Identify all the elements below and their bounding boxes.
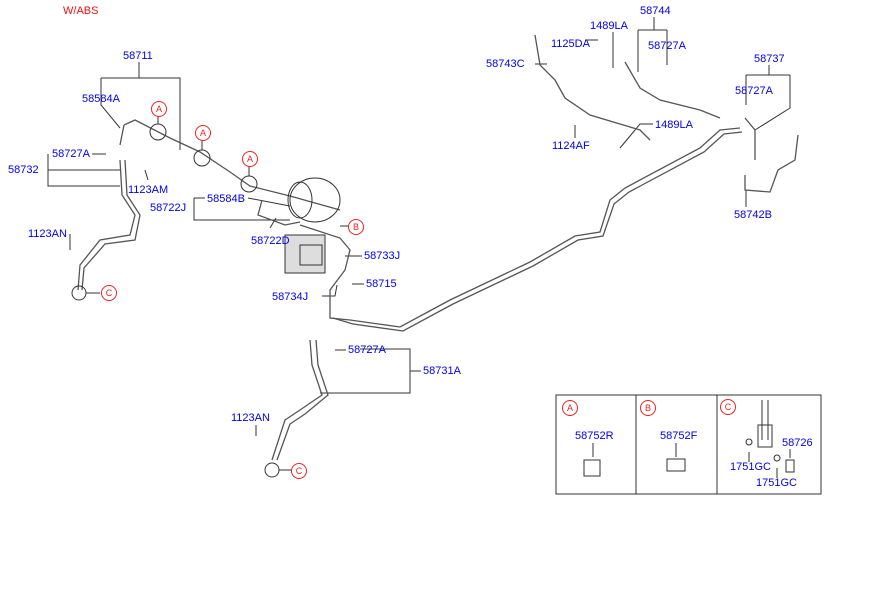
part-label[interactable]: 58715 [366,278,397,290]
part-label[interactable]: 58584A [82,93,120,105]
part-label[interactable]: 58737 [754,53,785,65]
part-label[interactable]: 58711 [123,50,153,62]
detail-box-frame [555,394,822,495]
part-label[interactable]: 58743C [486,58,525,70]
leader-lines [47,17,791,436]
marker-a: A [195,125,211,141]
part-label[interactable]: 1751GC [730,461,771,473]
part-label[interactable]: 58722J [150,202,187,214]
part-label[interactable]: 1489LA [655,119,693,131]
detail-marker-a: A [562,400,578,416]
part-label[interactable]: 58744 [640,5,671,17]
part-label[interactable]: 1123AN [231,412,270,424]
connector-circles [71,114,348,478]
marker-c: C [101,285,117,301]
part-label[interactable]: 1124AF [552,140,590,152]
part-label[interactable]: 1489LA [590,20,628,32]
part-label[interactable]: 58727A [648,40,686,52]
detail-parts [583,400,795,478]
detail-marker-b: B [640,400,656,416]
marker-b: B [348,219,364,235]
marker-c: C [291,463,307,479]
part-label[interactable]: 58727A [52,148,90,160]
part-label[interactable]: 58731A [423,365,461,377]
part-label[interactable]: 1123AN [28,228,67,240]
part-label[interactable]: 58726 [782,437,813,449]
detail-marker-c: C [720,399,736,415]
part-label[interactable]: 1123AM [128,184,169,196]
part-label[interactable]: 58727A [735,85,773,97]
part-label[interactable]: 1125DA [551,38,590,50]
pipes [77,34,799,461]
part-label[interactable]: 58727A [348,344,386,356]
part-label[interactable]: 58722D [251,235,290,247]
marker-a: A [242,151,258,167]
part-label[interactable]: 58733J [364,250,401,262]
part-label[interactable]: 58752R [575,430,614,442]
part-label[interactable]: 58742B [734,209,772,221]
diagram-title: W/ABS [63,5,99,17]
part-label[interactable]: 1751GC [756,477,797,489]
part-label[interactable]: 58734J [272,291,309,303]
part-label[interactable]: 58752F [660,430,698,442]
part-label[interactable]: 58584B [207,193,245,205]
brake-booster [284,177,341,274]
part-label[interactable]: 58732 [8,164,39,176]
marker-a: A [151,101,167,117]
